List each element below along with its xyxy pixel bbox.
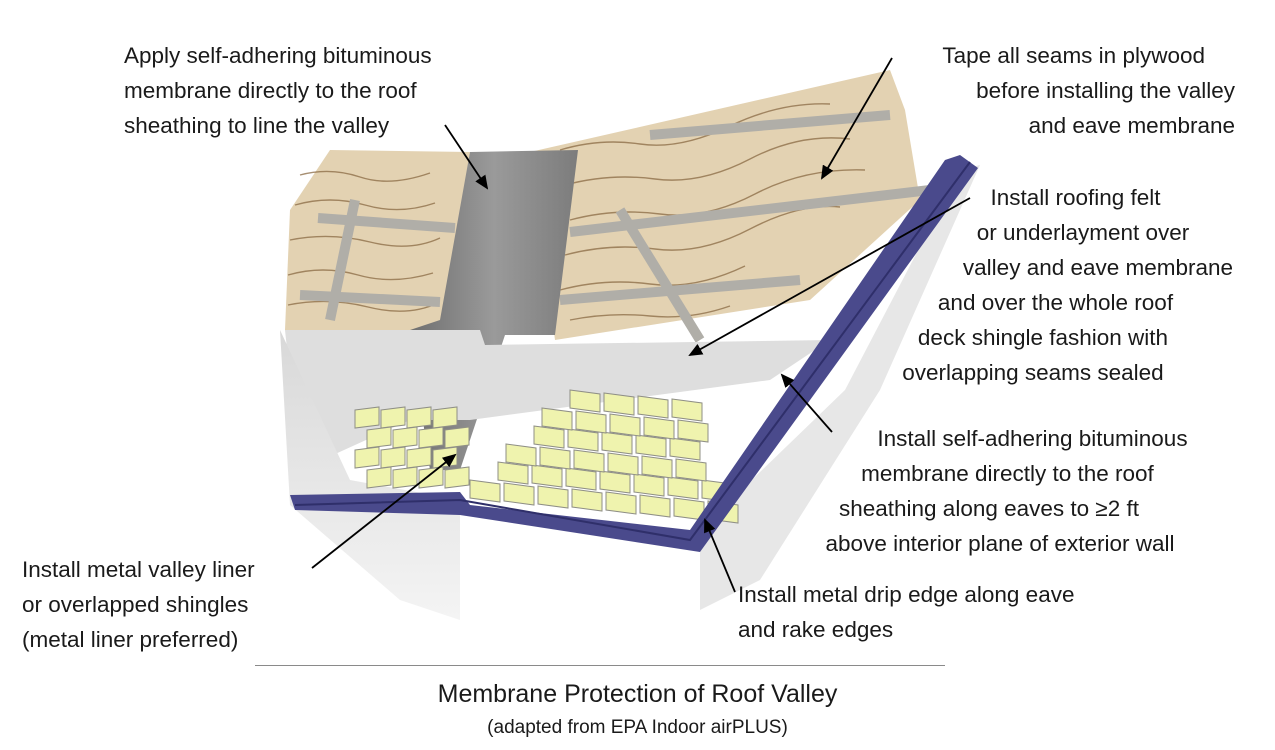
annotation-roofing-felt: Install roofing felt or underlayment ove… bbox=[902, 185, 1234, 385]
shingle bbox=[503, 482, 535, 506]
shingle bbox=[601, 431, 633, 455]
shingle bbox=[531, 464, 563, 488]
shingle bbox=[354, 446, 380, 469]
exterior-wall-right bbox=[700, 165, 980, 610]
caption-divider bbox=[255, 665, 945, 666]
shingle bbox=[599, 470, 631, 494]
roofing-felt bbox=[285, 330, 830, 470]
shingle bbox=[432, 406, 458, 429]
shingle bbox=[539, 446, 571, 470]
shingle bbox=[418, 466, 444, 489]
annotation-valley-liner: Install metal valley liner or overlapped… bbox=[22, 557, 255, 652]
exterior-wall bbox=[280, 330, 460, 620]
shingle bbox=[675, 458, 707, 482]
annotation-eave-membrane: Install self-adhering bituminous membran… bbox=[825, 426, 1188, 556]
shingle bbox=[392, 426, 418, 449]
arrow-roofing-felt bbox=[688, 197, 971, 356]
shingle bbox=[603, 392, 635, 416]
shingle bbox=[571, 488, 603, 512]
caption-subtitle: (adapted from EPA Indoor airPLUS) bbox=[487, 717, 788, 738]
shingle bbox=[567, 428, 599, 452]
shingle bbox=[406, 446, 432, 469]
shingle bbox=[533, 425, 565, 449]
shingle bbox=[609, 413, 641, 437]
shingle bbox=[671, 398, 703, 422]
annotation-valley-membrane: Apply self-adhering bituminous membrane … bbox=[124, 43, 432, 138]
shingle bbox=[573, 449, 605, 473]
shingle bbox=[505, 443, 537, 467]
shingle bbox=[643, 416, 675, 440]
shingle bbox=[497, 461, 529, 485]
shingle bbox=[469, 479, 501, 503]
shingle bbox=[667, 476, 699, 500]
shingle bbox=[354, 406, 380, 429]
arrow-tape-seams bbox=[820, 57, 893, 180]
shingle bbox=[605, 491, 637, 515]
shingles bbox=[354, 389, 739, 524]
roof-framing bbox=[299, 110, 931, 343]
caption-title: Membrane Protection of Roof Valley bbox=[437, 680, 838, 708]
leader-arrows bbox=[311, 57, 971, 593]
shingle bbox=[677, 419, 709, 443]
shingle bbox=[366, 426, 392, 449]
shingle bbox=[537, 485, 569, 509]
shingle bbox=[444, 426, 470, 449]
shingle bbox=[418, 426, 444, 449]
shingle bbox=[637, 395, 669, 419]
shingle bbox=[432, 446, 458, 469]
shingle bbox=[633, 473, 665, 497]
shingle bbox=[406, 406, 432, 429]
shingle bbox=[607, 452, 639, 476]
shingle bbox=[641, 455, 673, 479]
shingle bbox=[639, 494, 671, 518]
shingle bbox=[575, 410, 607, 434]
arrow-valley-liner bbox=[311, 453, 457, 569]
arrow-valley-membrane bbox=[444, 124, 489, 190]
arrow-drip-edge bbox=[704, 518, 736, 593]
arrow-eave-membrane bbox=[780, 373, 833, 433]
shingle bbox=[635, 434, 667, 458]
annotation-tape-seams: Tape all seams in plywood before install… bbox=[942, 43, 1235, 138]
shingle bbox=[565, 467, 597, 491]
annotation-drip-edge: Install metal drip edge along eave and r… bbox=[738, 582, 1075, 642]
shingle bbox=[444, 466, 470, 489]
shingle bbox=[569, 389, 601, 413]
shingle bbox=[380, 446, 406, 469]
shingle bbox=[392, 466, 418, 489]
drip-edge bbox=[290, 155, 978, 552]
shingle bbox=[380, 406, 406, 429]
shingle bbox=[669, 437, 701, 461]
roof-sheathing bbox=[285, 70, 920, 340]
shingle bbox=[366, 466, 392, 489]
shingle bbox=[541, 407, 573, 431]
